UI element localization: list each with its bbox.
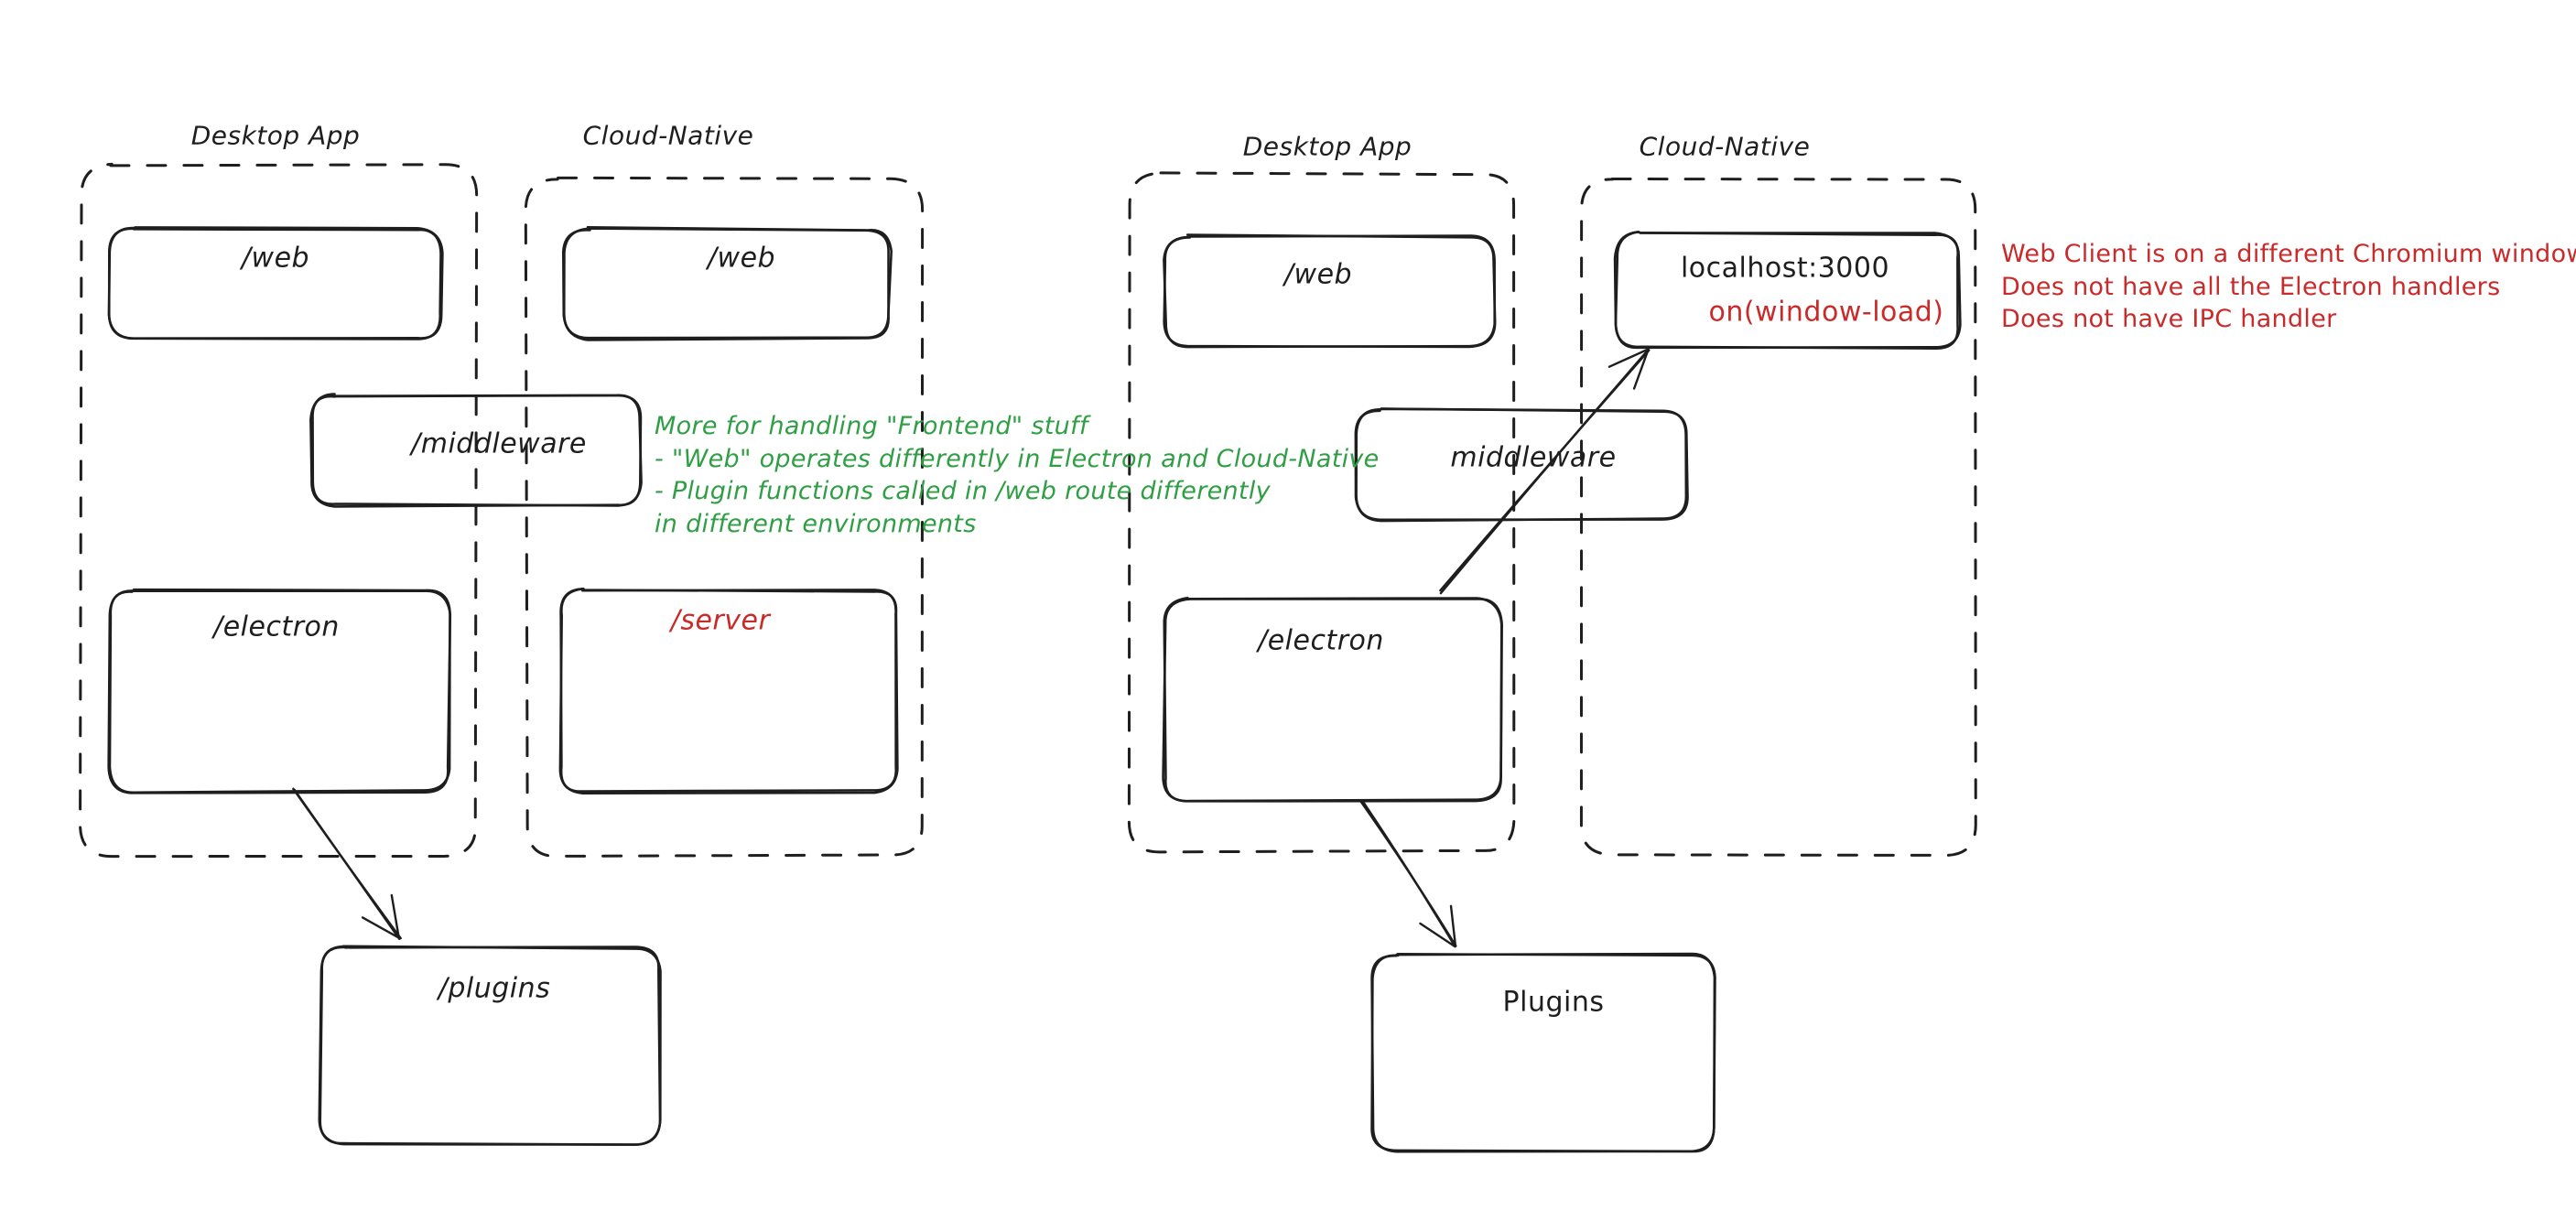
node-box-right-localhost[interactable]: [1613, 230, 1962, 350]
annotation-right-web-client-note: Web Client is on a different Chromium wi…: [2001, 238, 2576, 336]
group-title-right-cloud-native: Cloud-Native: [1639, 131, 1811, 162]
node-label-right-electron: /electron: [1258, 624, 1384, 657]
node-box-left-middleware[interactable]: [309, 393, 643, 508]
node-label-left-server: /server: [670, 604, 771, 637]
annotation-right-web-client-note-line-1: Does not have all the Electron handlers: [2001, 272, 2501, 301]
node-label-right-plugins: Plugins: [1502, 986, 1605, 1019]
annotation-left-frontend-note-line-3: in different environments: [655, 509, 977, 538]
annotation-left-frontend-note-line-0: More for handling "Frontend" stuff: [655, 412, 1088, 440]
annotation-left-frontend-note: More for handling "Frontend" stuff - "Web…: [655, 410, 1380, 541]
node-label-right-middleware: middleware: [1450, 441, 1617, 474]
node-box-left-plugins[interactable]: [318, 945, 662, 1146]
node-label-right-localhost: localhost:3000: [1680, 252, 1890, 285]
annotation-right-web-client-note-line-2: Does not have IPC handler: [2001, 305, 2337, 334]
arrow-right-electron-to-localhost: [1439, 348, 1651, 595]
node-label-left-desktop-web: /web: [241, 242, 310, 275]
group-container-left-desktop-app: [79, 162, 479, 859]
group-title-left-desktop-app: Desktop App: [190, 120, 361, 151]
node-label-left-plugins: /plugins: [438, 972, 551, 1005]
node-label-left-cloud-web: /web: [707, 242, 776, 275]
node-box-right-middleware[interactable]: [1354, 407, 1689, 523]
node-box-right-desktop-web[interactable]: [1163, 233, 1497, 349]
node-box-right-electron[interactable]: [1162, 596, 1503, 803]
node-box-left-server[interactable]: [558, 587, 899, 794]
annotation-left-frontend-note-line-1: - "Web" operates differently in Electron…: [655, 444, 1380, 473]
node-box-right-plugins[interactable]: [1370, 952, 1716, 1153]
annotation-right-web-client-note-line-0: Web Client is on a different Chromium wi…: [2001, 240, 2576, 268]
group-container-right-desktop-app: [1127, 171, 1516, 854]
group-title-right-desktop-app: Desktop App: [1242, 131, 1412, 162]
node-box-left-electron[interactable]: [107, 588, 452, 794]
node-box-left-cloud-web[interactable]: [561, 226, 893, 341]
node-sublabel-right-localhost: on(window-load): [1708, 296, 1944, 329]
annotation-left-frontend-note-line-2: - Plugin functions called in /web route …: [655, 477, 1271, 506]
arrow-right-electron-to-plugins: [1359, 800, 1457, 948]
node-label-left-middleware: /middleware: [411, 427, 587, 460]
node-box-left-desktop-web[interactable]: [107, 226, 444, 340]
node-label-right-desktop-web: /web: [1283, 258, 1353, 291]
group-container-left-cloud-native: [524, 176, 925, 858]
group-title-left-cloud-native: Cloud-Native: [582, 120, 754, 151]
arrow-left-electron-to-plugins: [292, 787, 402, 940]
node-label-left-electron: /electron: [213, 611, 340, 643]
group-container-right-cloud-native: [1579, 177, 1977, 857]
